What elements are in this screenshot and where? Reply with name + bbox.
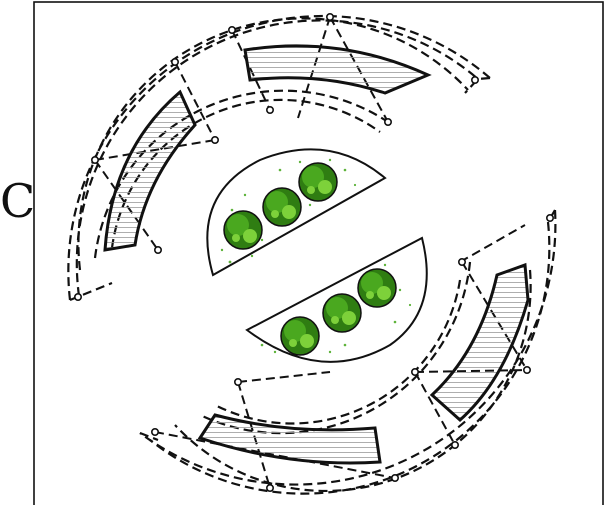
planter-bed-top xyxy=(243,44,432,95)
node xyxy=(522,365,531,374)
node xyxy=(234,377,243,386)
upper-left-ring-inner xyxy=(93,89,386,259)
shrub-lower-2 xyxy=(322,293,362,333)
shrub-upper-1 xyxy=(223,210,263,250)
node xyxy=(151,427,160,436)
planting-bed-upper xyxy=(206,148,387,277)
planting-bed-lower xyxy=(245,236,428,363)
node xyxy=(325,13,334,22)
node xyxy=(228,25,237,34)
shrub-upper-2 xyxy=(262,187,302,227)
plan-frame xyxy=(33,1,604,505)
node xyxy=(545,214,554,223)
node xyxy=(383,118,392,127)
node xyxy=(410,367,419,376)
upper-left-ring-2 xyxy=(75,19,479,297)
node xyxy=(171,57,180,66)
planter-bed-right xyxy=(429,262,530,423)
node xyxy=(450,440,459,449)
upper-left-ring-outer xyxy=(67,14,491,301)
figure-label: C xyxy=(0,174,36,228)
node xyxy=(91,156,100,165)
node xyxy=(211,136,220,145)
lower-right-ring-3 xyxy=(174,269,532,492)
shrub-upper-3 xyxy=(298,162,338,202)
node xyxy=(265,483,274,492)
upper-left-ring-3 xyxy=(77,17,469,271)
shrub-lower-3 xyxy=(357,268,397,308)
node xyxy=(457,257,466,266)
lower-right-ring-2 xyxy=(149,221,551,495)
planter-bed-bottom xyxy=(197,413,382,465)
node xyxy=(154,246,163,255)
planter-bed-left xyxy=(103,89,197,252)
upper-left-ring-innermost xyxy=(110,98,381,249)
node xyxy=(265,106,274,115)
lower-right-ring-innermost xyxy=(214,279,462,425)
node xyxy=(470,76,479,85)
node xyxy=(74,292,83,301)
shrub-lower-1 xyxy=(280,316,320,356)
node xyxy=(390,473,399,482)
